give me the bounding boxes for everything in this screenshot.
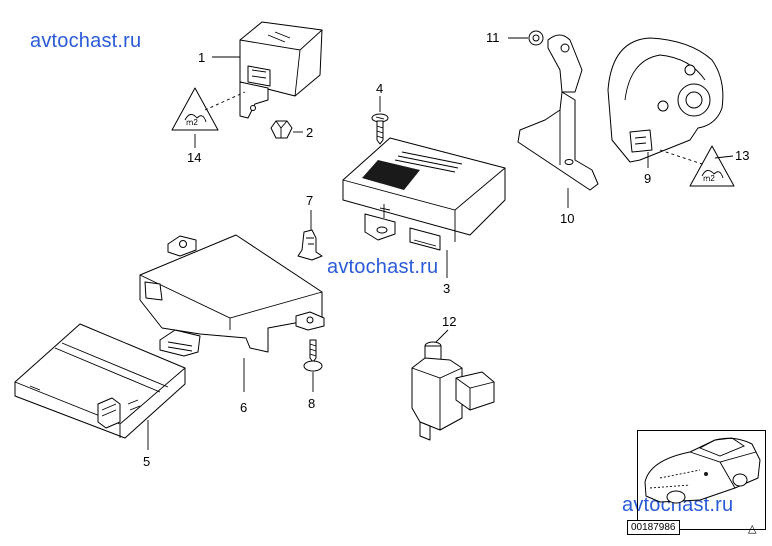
part-12-switch[interactable] [411, 341, 495, 441]
part-2-nut[interactable] [270, 120, 293, 139]
callout-2: 2 [306, 125, 313, 140]
callout-11: 11 [486, 30, 500, 45]
corner-symbol: △ [748, 522, 757, 535]
thumbnail-frame [637, 430, 766, 530]
part-14-warning-label[interactable]: ꭑ2 [171, 87, 219, 131]
callout-9: 9 [644, 171, 651, 186]
svg-text:ꭑ2: ꭑ2 [186, 118, 198, 127]
document-number: 00187986 [627, 520, 680, 535]
leader-14-dashed [204, 91, 246, 111]
callout-4: 4 [376, 81, 383, 96]
callout-5: 5 [143, 454, 150, 469]
part-8-screw[interactable] [303, 339, 323, 372]
part-3-control-unit[interactable] [342, 137, 506, 251]
leader-13-dashed [659, 149, 706, 166]
part-6-mounting-tray[interactable] [139, 234, 325, 357]
part-10-bracket[interactable] [517, 34, 599, 191]
part-5-control-module[interactable] [14, 323, 186, 439]
callout-10: 10 [560, 211, 574, 226]
part-13-warning-label[interactable]: ꭑ2 [689, 145, 735, 187]
leader-13 [714, 155, 734, 159]
part-1-relay[interactable] [239, 21, 323, 119]
watermark-top-left: avtochast.ru [30, 30, 142, 52]
part-4-screw[interactable] [371, 113, 389, 145]
callout-8: 8 [308, 396, 315, 411]
leader-12 [435, 329, 449, 343]
watermark-center: avtochast.ru [327, 256, 439, 278]
callout-13: 13 [735, 148, 749, 163]
callout-12: 12 [442, 314, 456, 329]
watermark-bottom-right: avtochast.ru [622, 494, 734, 516]
part-11-nut[interactable] [528, 30, 544, 46]
svg-text:ꭑ2: ꭑ2 [703, 174, 715, 183]
callout-6: 6 [240, 400, 247, 415]
callout-14: 14 [187, 150, 201, 165]
callout-7: 7 [306, 193, 313, 208]
vehicle-thumbnail [644, 437, 761, 504]
part-9-siren[interactable] [607, 37, 724, 163]
callout-1: 1 [198, 50, 205, 65]
part-7-clip[interactable] [297, 229, 323, 261]
callout-3: 3 [443, 281, 450, 296]
